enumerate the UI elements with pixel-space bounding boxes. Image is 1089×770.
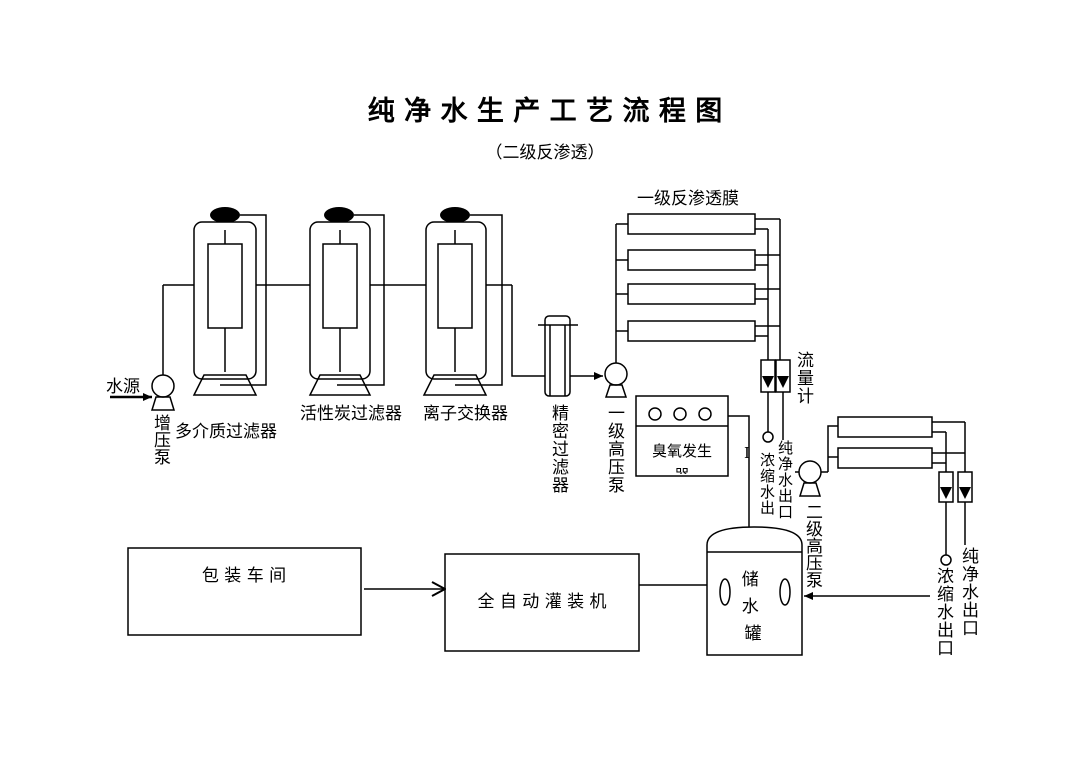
multi-media-filter-vessel — [192, 207, 267, 396]
pure-water-out-2-label: 纯 净 水 出 口 — [962, 547, 984, 639]
water-source-label: 水源 — [106, 377, 140, 397]
concentrate-out-2-label: 浓 缩 水 出 口 — [937, 567, 959, 659]
stage1-hp-pump-label-3: 高 — [608, 440, 625, 460]
concentrate-out-2-label-4: 出 — [937, 621, 954, 641]
flowmeter-label-3: 计 — [797, 387, 814, 407]
storage-tank-label-2: 水 — [742, 597, 759, 617]
precision-filter-label-1: 精 — [552, 404, 569, 424]
precision-filter-label-2: 密 — [552, 422, 569, 442]
concentrate-out-2-label-2: 缩 — [937, 585, 954, 605]
precision-filter-label-5: 器 — [552, 476, 569, 496]
ozone-generator-label-clip: 臭氧发生 器 — [652, 442, 712, 484]
concentrate-out-1-label: 浓 缩 水 出 — [760, 451, 780, 517]
ion-exchanger-vessel — [422, 207, 503, 396]
stage1-hp-pump-label-2: 级 — [608, 422, 625, 442]
pure-water-out-2-label-1: 纯 — [962, 547, 979, 567]
stage1-hp-pump-label-5: 泵 — [608, 476, 625, 496]
storage-tank-label: 储 水 罐 — [742, 570, 764, 644]
flowmeter-label-2: 量 — [797, 369, 814, 389]
stage2-flowmeters — [938, 471, 973, 503]
stage1-feed-branches — [616, 223, 628, 332]
ozone-to-tank-pipe — [728, 415, 750, 527]
stage2-hp-pump-label-3: 高 — [806, 537, 823, 557]
stage2-outlet-manifolds — [932, 421, 966, 472]
stage2-feed-manifold — [827, 425, 838, 472]
concentrate-out-1-label-2: 缩 — [760, 467, 775, 485]
concentrate-out-1-label-3: 水 — [760, 483, 775, 501]
activated-carbon-filter-label: 活性炭过滤器 — [300, 404, 402, 424]
precision-filter-label-4: 滤 — [552, 458, 569, 478]
stage1-concentrate-valve — [762, 431, 774, 443]
pure-water-out-2-label-2: 净 — [962, 565, 979, 585]
activated-carbon-filter-vessel — [308, 207, 385, 396]
precision-filter-vessel — [538, 315, 578, 397]
concentrate-out-2-label-3: 水 — [937, 603, 954, 623]
flowmeter-label-1: 流 — [797, 351, 814, 371]
diagram-title: 纯 净 水 生 产 工 艺 流 程 图 — [368, 95, 723, 127]
stage1-hp-pump-label-4: 压 — [608, 458, 625, 478]
packaging-workshop-label: 包 装 车 间 — [202, 566, 286, 586]
ozone-generator-label: 臭氧发生 — [652, 442, 712, 460]
stage2-hp-pump-label: 二 级 高 压 泵 — [806, 503, 828, 591]
stage2-hp-pump-label-1: 二 — [806, 503, 823, 523]
stage2-ro-membranes — [837, 416, 933, 469]
booster-pump-label-2: 压 — [154, 431, 171, 451]
concentrate-out-2-label-5: 口 — [937, 639, 954, 659]
pure-water-out-2-label-3: 水 — [962, 583, 979, 603]
pure-water-out-1-label-4: 出 — [778, 487, 793, 505]
concentrate-out-1-label-1: 浓 — [760, 451, 775, 469]
stage2-concentrate-valve — [940, 554, 952, 566]
pure-water-out-2-label-5: 口 — [962, 619, 979, 639]
auto-filler-label: 全 自 动 灌 装 机 — [477, 592, 606, 612]
booster-pump-label-3: 泵 — [154, 448, 171, 468]
precision-filter-label: 精 密 过 滤 器 — [552, 404, 574, 496]
stage1-flowmeters — [760, 359, 791, 393]
booster-pump-label-1: 增 — [154, 414, 171, 434]
stage2-hp-pump-label-2: 级 — [806, 520, 823, 540]
pure-water-out-1-label-5: 口 — [778, 503, 793, 521]
packaging-workshop — [127, 547, 362, 636]
pipe-to-precision-filter — [511, 285, 545, 377]
stage1-hp-pump-label: 一 级 高 压 泵 — [608, 404, 630, 496]
ozone-generator — [635, 395, 729, 477]
stage1-ro-membrane-label: 一级反渗透膜 — [637, 189, 739, 209]
ion-exchanger-label: 离子交换器 — [423, 404, 508, 424]
stage2-hp-pump-label-5: 泵 — [806, 571, 823, 591]
stage2-hp-pump-label-4: 压 — [806, 554, 823, 574]
concentrate-out-2-label-1: 浓 — [937, 567, 954, 587]
precision-filter-label-3: 过 — [552, 440, 569, 460]
pure-water-out-1-label-3: 水 — [778, 471, 793, 489]
multi-media-filter-label: 多介质过滤器 — [175, 422, 277, 442]
stub-mark: I — [744, 444, 750, 462]
pure-water-out-1-label-1: 纯 — [778, 439, 793, 457]
storage-tank-label-3: 罐 — [745, 624, 762, 644]
diagram-subtitle: （二级反渗透） — [486, 143, 605, 163]
booster-pump — [150, 374, 176, 411]
storage-tank — [706, 526, 803, 656]
flowmeter-label: 流 量 计 — [797, 351, 819, 407]
concentrate-out-1-label-4: 出 — [760, 499, 775, 517]
pure-water-out-2-label-4: 出 — [962, 601, 979, 621]
pure-water-out-1-label-2: 净 — [778, 455, 793, 473]
booster-pump-label: 增 压 泵 — [154, 414, 176, 468]
stage1-hp-pump — [604, 362, 628, 398]
stage1-hp-pump-label-1: 一 — [608, 404, 625, 424]
pure-water-out-1-label: 纯 净 水 出 口 — [778, 439, 798, 521]
stage1-outlet-manifolds — [755, 218, 781, 360]
auto-filling-machine — [444, 553, 640, 652]
stage1-ro-membranes — [627, 213, 756, 342]
ozone-generator-label-tail: 器 — [674, 466, 689, 484]
storage-tank-label-1: 储 — [742, 570, 759, 590]
stage2-hp-pump — [798, 460, 822, 497]
